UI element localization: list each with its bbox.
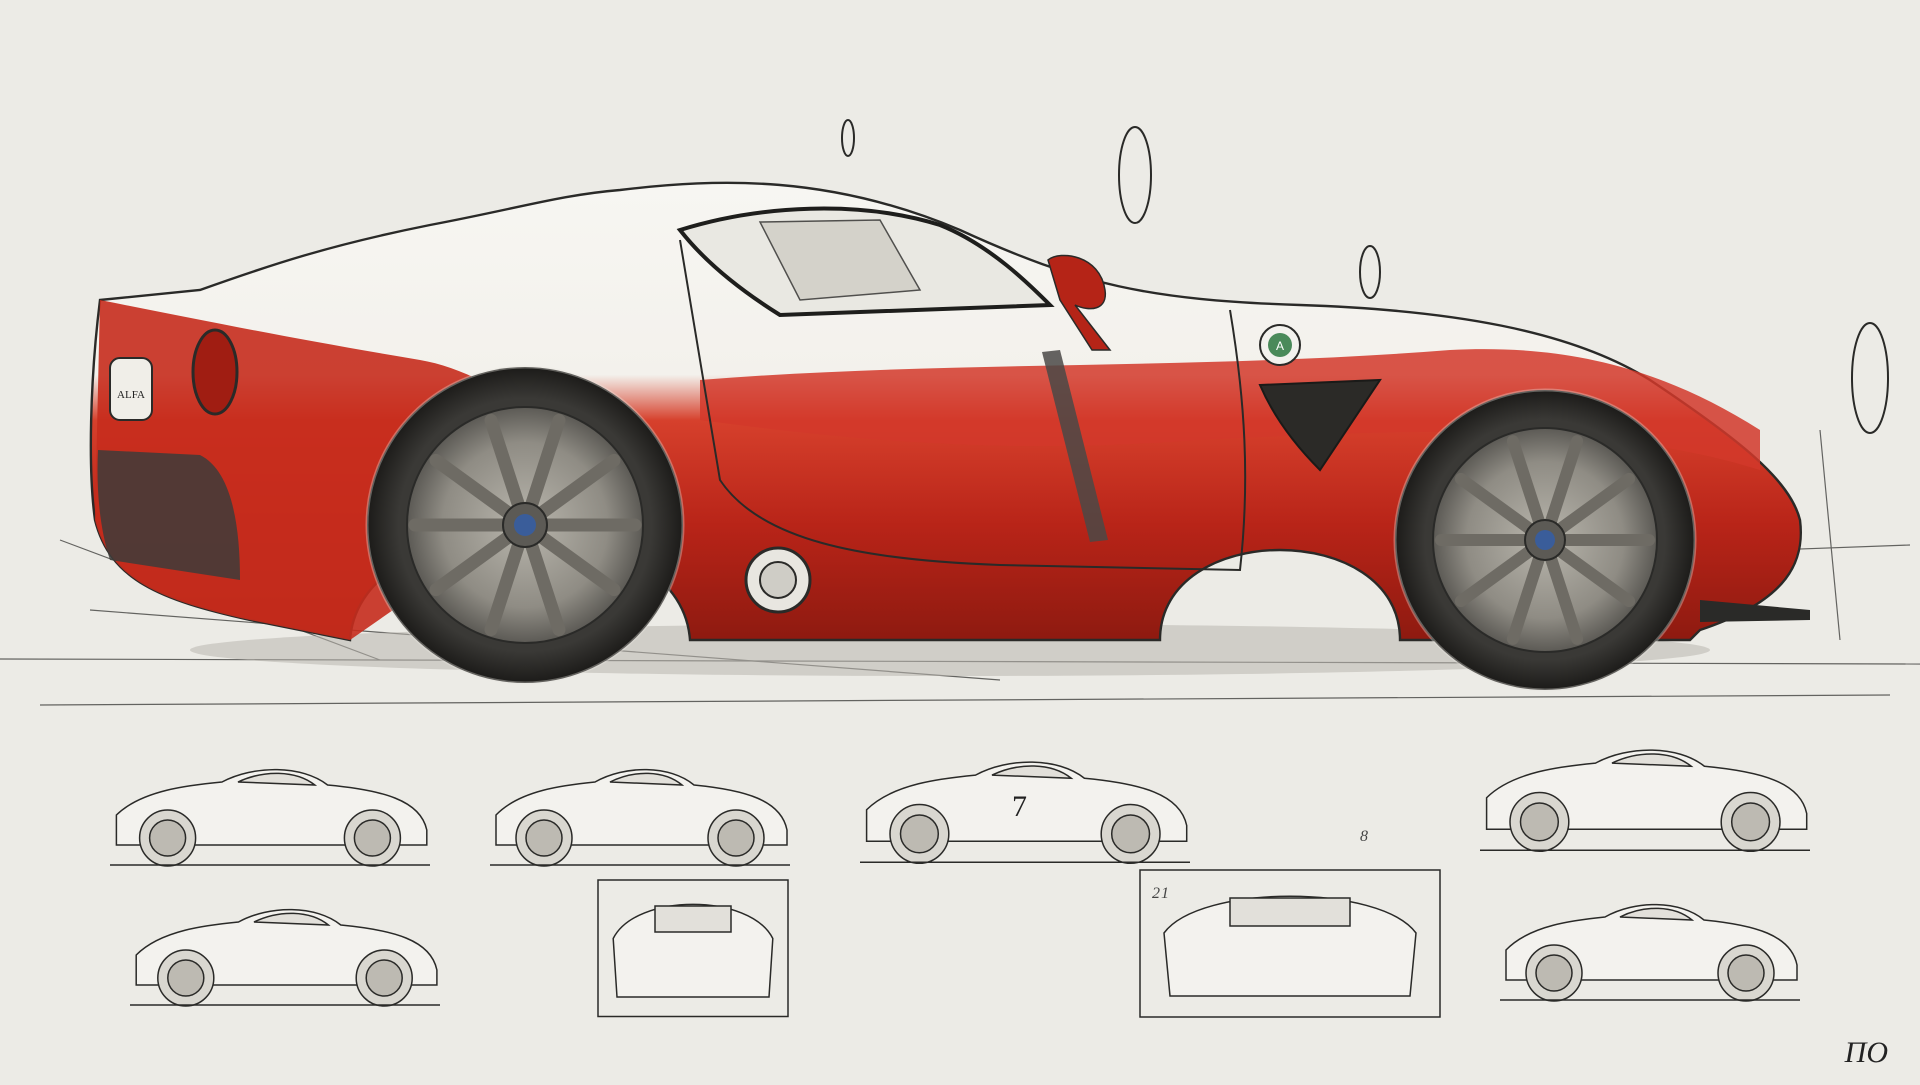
wheel-spoke — [1506, 435, 1545, 527]
dimension-mark-1: 8 — [1360, 828, 1369, 845]
artist-signature: ΠΟ — [1844, 1036, 1888, 1069]
rear-wheel — [365, 365, 685, 685]
wheel-spoke — [534, 453, 621, 520]
wheel-spoke — [484, 413, 526, 513]
wheel-spoke — [1506, 553, 1545, 645]
wheel-spoke — [1545, 553, 1584, 645]
rear-diffuser — [97, 450, 240, 580]
thumbnail-front-view-1 — [597, 879, 789, 1018]
door-strip — [1042, 350, 1108, 542]
thumbnail-side-view-5 — [130, 908, 440, 1007]
number-label: 7 — [1012, 790, 1027, 823]
wheel-spoke — [1545, 435, 1584, 527]
thumbnail-side-view-4 — [1480, 749, 1810, 853]
wheel-spoke — [484, 537, 526, 637]
wheel-spoke — [524, 537, 566, 637]
front-splitter — [1700, 600, 1810, 622]
wheel-spoke — [429, 453, 516, 520]
wheel-spoke — [1454, 472, 1535, 535]
wheel-spoke — [1555, 472, 1636, 535]
thumbnail-front-view-2 — [1139, 869, 1441, 1018]
front-wheel — [1393, 388, 1697, 692]
thumbnail-side-view-3 — [860, 761, 1190, 865]
door-line — [679, 239, 1247, 572]
wheel-spoke — [1555, 545, 1636, 608]
wheel-spoke — [1454, 545, 1535, 608]
side-mirror — [1047, 254, 1112, 351]
rear-plate — [109, 357, 153, 421]
wheel-spoke — [429, 530, 516, 597]
brand-badge-text: A — [1276, 339, 1284, 353]
side-vent — [1258, 378, 1382, 472]
wheel-spoke — [534, 530, 621, 597]
dimension-mark-2: 21 — [1152, 885, 1170, 902]
thumbnail-side-view-2 — [490, 768, 790, 867]
thumbnail-side-view-1 — [110, 768, 430, 867]
wheel-spoke — [524, 413, 566, 513]
rear-plate-text: ALFA — [117, 389, 145, 401]
side-sweep — [700, 349, 1760, 470]
thumbnail-side-view-6 — [1500, 903, 1800, 1002]
construction-ellipses — [841, 119, 1889, 434]
tail-light — [191, 328, 239, 416]
